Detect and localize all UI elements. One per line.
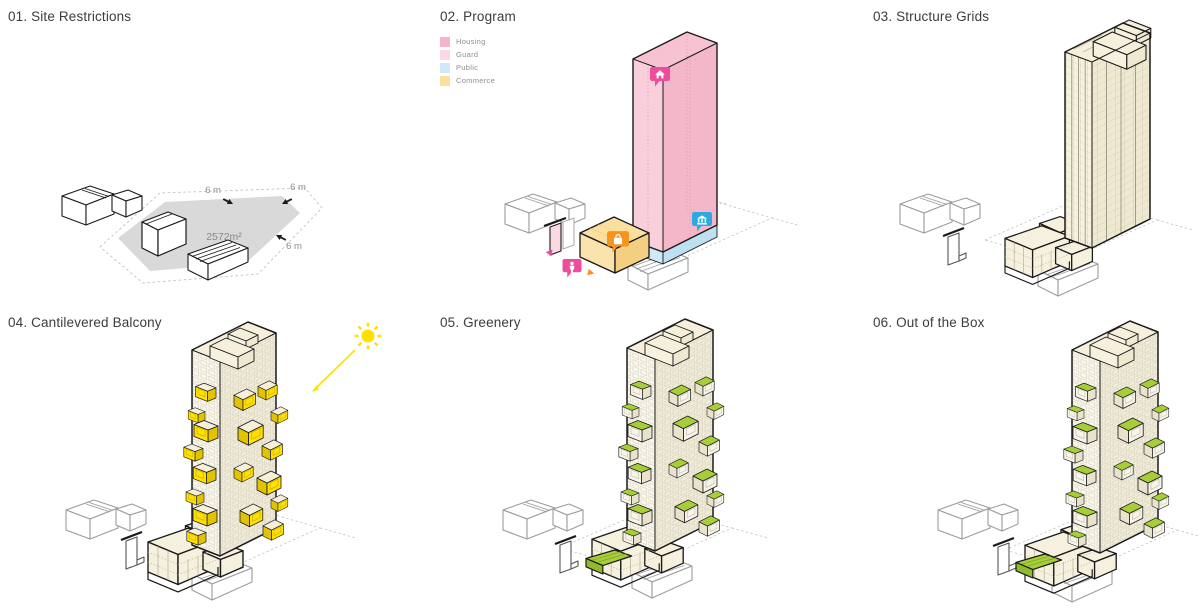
structure-grids-diagram — [899, 19, 1194, 297]
legend-item: Guard — [440, 50, 495, 60]
program-diagram — [504, 31, 800, 291]
dimension-label: 6 m — [205, 185, 221, 196]
balcony-tower — [183, 321, 289, 557]
guard-wall — [543, 216, 575, 256]
context-building — [119, 530, 146, 571]
legend-label: Guard — [456, 50, 479, 59]
legend-item: Public — [440, 63, 495, 73]
dimension-label: 6 m — [290, 182, 306, 193]
guard-pin — [562, 258, 582, 278]
out-of-the-box-diagram — [937, 320, 1200, 603]
commerce-swatch — [440, 76, 450, 86]
panel-02-program: 02. Program Housing Guard Public Commerc… — [400, 0, 800, 306]
legend-label: Housing — [456, 37, 486, 46]
panel-title: 04. Cantilevered Balcony — [8, 315, 162, 330]
panel-03-structure-grids: 03. Structure Grids — [800, 0, 1200, 306]
panel-title: 03. Structure Grids — [873, 9, 990, 24]
greenery-diagram — [502, 318, 769, 599]
panel-06-out-of-the-box: 06. Out of the Box — [800, 306, 1200, 612]
legend-item: Commerce — [440, 76, 495, 86]
structure-tower — [1064, 19, 1152, 249]
context-building — [141, 211, 187, 257]
sun-ray-line — [315, 349, 356, 389]
context-building — [61, 185, 143, 226]
legend-label: Commerce — [456, 76, 496, 85]
panel-title: 01. Site Restrictions — [8, 9, 132, 24]
public-swatch — [440, 63, 450, 73]
program-legend: Housing Guard Public Commerce — [440, 37, 495, 86]
panel-05-greenery: 05. Greenery — [400, 306, 800, 612]
greenery-tower — [618, 318, 725, 552]
sun-icon — [353, 321, 383, 351]
context-building — [937, 499, 1019, 540]
dimension-label: 6 m — [286, 241, 302, 252]
panel-04-cantilevered-balcony: 04. Cantilevered Balcony — [0, 306, 400, 612]
commerce-arrow — [587, 268, 596, 277]
panel-title: 05. Greenery — [440, 315, 521, 330]
housing-tower — [632, 31, 718, 253]
cantilevered-balcony-diagram — [65, 321, 383, 601]
setback-boundary — [99, 187, 323, 284]
legend-label: Public — [456, 63, 479, 72]
panel-title: 06. Out of the Box — [873, 315, 985, 330]
panel-title: 02. Program — [440, 9, 516, 24]
panel-01-site-restrictions: 01. Site Restrictions 2572m² 6 m 6 m 6 m — [0, 0, 400, 306]
context-building — [941, 226, 968, 267]
site-restrictions-diagram: 2572m² 6 m 6 m 6 m — [61, 182, 323, 284]
legend-item: Housing — [440, 37, 495, 47]
sunlight — [312, 321, 383, 392]
context-building — [899, 193, 981, 234]
guard-swatch — [440, 50, 450, 60]
context-building — [991, 536, 1018, 577]
sun-arrowhead — [312, 385, 319, 392]
context-building — [502, 499, 584, 540]
final-tower — [1063, 320, 1170, 554]
housing-swatch — [440, 37, 450, 47]
area-label: 2572m² — [206, 231, 242, 243]
context-building — [65, 499, 147, 540]
